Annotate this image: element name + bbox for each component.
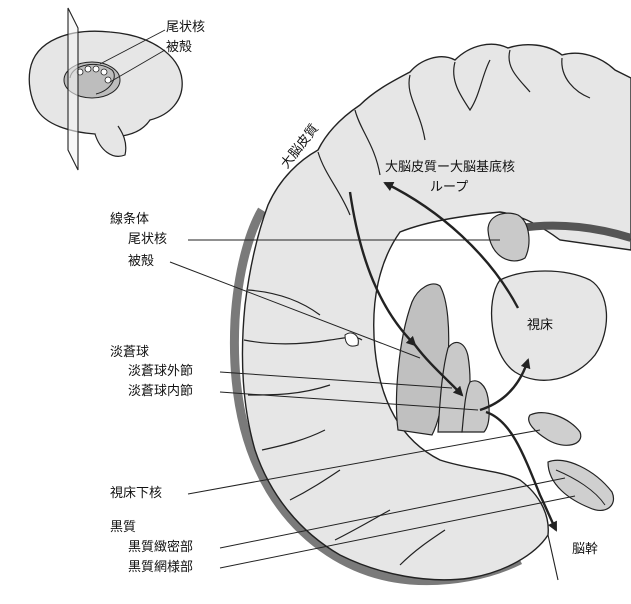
- inset-brain: [29, 8, 182, 170]
- label-substantia-nigra: 黒質: [110, 520, 136, 535]
- inset-section-plane: [68, 8, 78, 170]
- label-brainstem: 脳幹: [572, 542, 598, 557]
- subthalamic-nucleus: [529, 413, 581, 446]
- label-putamen: 被殻: [128, 254, 154, 269]
- label-sn-compacta: 黒質緻密部: [128, 540, 193, 555]
- label-striatum: 線条体: [110, 212, 149, 227]
- caudate-nucleus: [488, 213, 529, 261]
- label-thalamus: 視床: [527, 318, 553, 333]
- label-gp-internal: 淡蒼球内節: [128, 384, 193, 399]
- label-sn-reticulata: 黒質網様部: [128, 560, 193, 575]
- label-caudate: 尾状核: [128, 232, 167, 247]
- label-inset-putamen: 被殻: [166, 40, 192, 55]
- label-gp-external: 淡蒼球外節: [128, 364, 193, 379]
- label-subthalamic: 視床下核: [110, 486, 162, 501]
- label-globus-pallidus: 淡蒼球: [110, 345, 149, 360]
- label-loop-line1: 大脳皮質ー大脳基底核: [385, 160, 515, 175]
- label-loop-line2: ループ: [430, 180, 468, 195]
- label-inset-caudate: 尾状核: [166, 20, 205, 35]
